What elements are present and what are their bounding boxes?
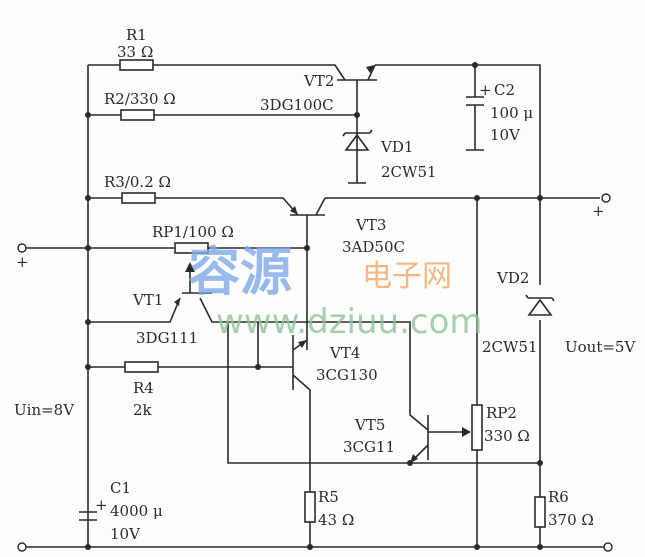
r4-value: 2k: [133, 401, 153, 419]
r1-name: R1: [126, 26, 147, 44]
c1-voltage: 10V: [110, 525, 141, 543]
rp2-wiper-arrow: [462, 427, 471, 437]
watermark-cn-sub: 电子网: [362, 259, 452, 294]
c1-name: C1: [110, 479, 131, 497]
rp2-potentiometer: [471, 404, 483, 451]
rp1-wiper-arrow: [185, 262, 195, 272]
rp2-value: 330 Ω: [484, 427, 530, 445]
vd2-zener-icon: [525, 285, 555, 320]
vd1-name: VD1: [380, 138, 413, 156]
watermark-url: www.dziuu.com: [216, 302, 483, 342]
terminals[interactable]: [17, 193, 613, 552]
vt5-model: 3CG11: [343, 438, 395, 456]
uin-label: Uin=8V: [14, 401, 75, 419]
r3-resistor: [121, 192, 156, 204]
r3-label: R3/0.2 Ω: [104, 173, 171, 191]
uout-label: Uout=5V: [565, 338, 636, 356]
r5-name: R5: [318, 488, 339, 506]
input-plus-sign: +: [16, 253, 29, 271]
c1-polarity: +: [95, 496, 108, 514]
wires: [22, 64, 605, 548]
junctions: [85, 62, 543, 550]
vt2-model: 3DG100C: [260, 96, 334, 114]
output-terminal[interactable]: [601, 193, 611, 203]
vt5-emitter-arrow: [410, 454, 418, 463]
r6-resistor: [534, 496, 546, 528]
vd2-model: 2CW51: [482, 338, 538, 356]
vd2-name: VD2: [496, 269, 529, 287]
c2-voltage: 10V: [490, 126, 521, 144]
input-terminal[interactable]: [17, 243, 27, 253]
vt1-emitter-arrow: [174, 298, 180, 306]
input-ground-terminal[interactable]: [17, 542, 27, 552]
c2-value: 100 μ: [490, 104, 533, 122]
r4-resistor: [124, 361, 159, 373]
vt3-emitter-arrow: [290, 206, 298, 215]
r6-value: 370 Ω: [548, 511, 594, 529]
c2-polarity: +: [479, 81, 492, 99]
rp1-potentiometer: [174, 242, 209, 254]
vd1-model: 2CW51: [381, 163, 437, 181]
vt4-name: VT4: [329, 344, 360, 362]
vt3-name: VT3: [355, 216, 386, 234]
output-ground-terminal[interactable]: [603, 542, 613, 552]
r1-value: 33 Ω: [117, 43, 153, 61]
r2-resistor: [120, 109, 155, 121]
vt5-name: VT5: [354, 416, 385, 434]
c2-name: C2: [494, 81, 515, 99]
r5-value: 43 Ω: [318, 511, 354, 529]
rp2-name: RP2: [486, 404, 517, 422]
r1-resistor: [119, 59, 154, 71]
vt2-emitter-arrow: [366, 65, 375, 73]
output-plus-sign: +: [592, 202, 605, 220]
vt1-model: 3DG111: [136, 329, 198, 347]
vt2-name: VT2: [303, 72, 334, 90]
rp1-label: RP1/100 Ω: [152, 223, 234, 241]
r2-label: R2/330 Ω: [104, 90, 176, 108]
c1-value: 4000 μ: [110, 502, 163, 520]
watermark-cn-main: 容源: [188, 243, 292, 303]
vt1-name: VT1: [132, 291, 163, 309]
r6-name: R6: [548, 488, 569, 506]
r5-resistor: [304, 491, 316, 523]
r4-name: R4: [133, 379, 154, 397]
vt4-model: 3CG130: [316, 366, 378, 384]
vt4-emitter-arrow: [298, 340, 307, 348]
vt3-model: 3AD50C: [342, 238, 405, 256]
vd1-zener-icon: [342, 129, 373, 151]
